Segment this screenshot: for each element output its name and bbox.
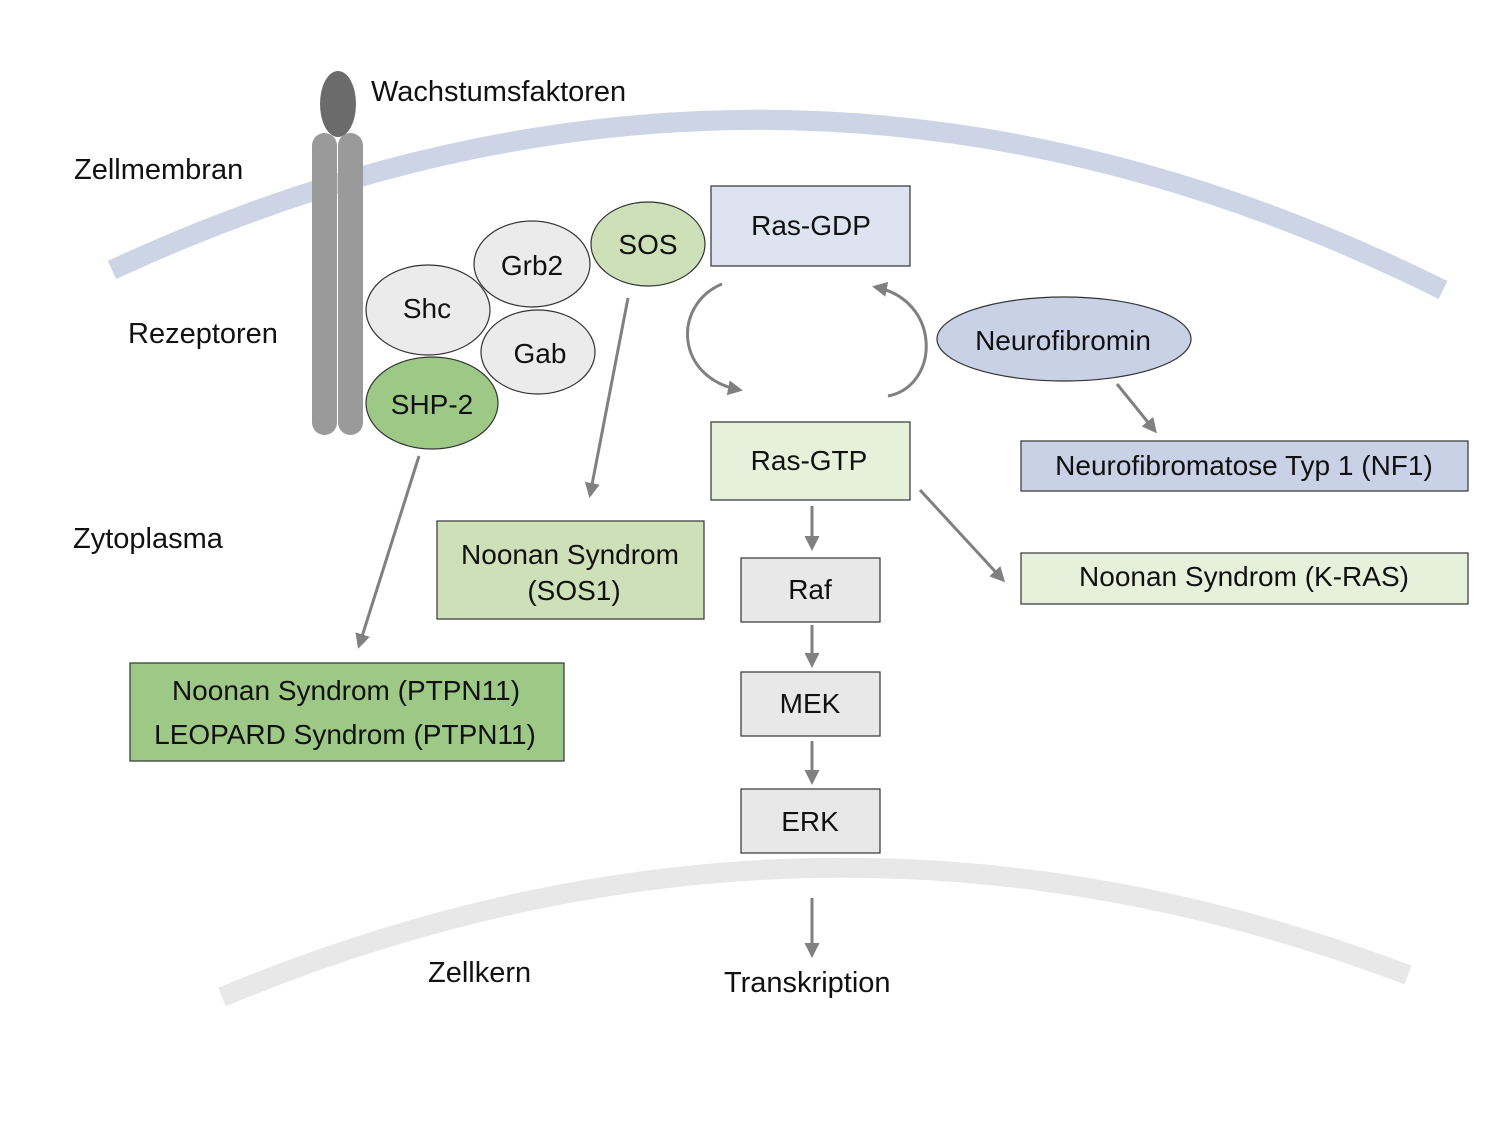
node-neurofibromin: Neurofibromin xyxy=(936,296,1192,382)
node-gab-label: Gab xyxy=(514,338,567,369)
arrow-shp2-to-ptpn11 xyxy=(355,455,421,649)
node-shc: Shc xyxy=(365,264,491,356)
label-cytoplasm: Zytoplasma xyxy=(73,523,224,555)
syndrome-nf1: Neurofibromatose Typ 1 (NF1) xyxy=(1020,440,1469,492)
node-shp2-label: SHP-2 xyxy=(391,389,473,420)
receptor xyxy=(312,71,363,435)
growth-factor-ligand xyxy=(320,71,356,137)
node-raf-label: Raf xyxy=(788,574,832,605)
node-ras-gdp-label: Ras-GDP xyxy=(751,210,871,241)
syndrome-leopard-ptpn11-label: LEOPARD Syndrom (PTPN11) xyxy=(154,719,536,750)
node-shc-label: Shc xyxy=(403,293,451,324)
nucleus-membrane-arc xyxy=(218,857,1412,1007)
node-grb2-label: Grb2 xyxy=(501,250,563,281)
node-gab: Gab xyxy=(480,309,596,395)
node-erk: ERK xyxy=(740,788,881,854)
syndrome-ptpn11: Noonan Syndrom (PTPN11) LEOPARD Syndrom … xyxy=(129,662,565,762)
node-sos: SOS xyxy=(590,201,706,287)
syndrome-noonan-sos1-line2: (SOS1) xyxy=(527,575,620,606)
node-shp2: SHP-2 xyxy=(365,356,499,450)
label-cell-membrane: Zellmembran xyxy=(74,154,243,186)
syndrome-noonan-kras: Noonan Syndrom (K-RAS) xyxy=(1020,552,1469,605)
ras-cycle-arrow-left xyxy=(686,282,743,396)
node-ras-gtp-label: Ras-GTP xyxy=(751,445,868,476)
cell-membrane-arc xyxy=(107,109,1448,299)
arrow-sos-to-sos1 xyxy=(584,297,630,498)
node-neurofibromin-label: Neurofibromin xyxy=(975,325,1151,356)
node-ras-gtp: Ras-GTP xyxy=(710,421,911,501)
syndrome-noonan-sos1: Noonan Syndrom (SOS1) xyxy=(436,520,705,620)
node-grb2: Grb2 xyxy=(473,220,591,308)
syndrome-nf1-label: Neurofibromatose Typ 1 (NF1) xyxy=(1055,450,1433,481)
node-mek-label: MEK xyxy=(780,688,841,719)
node-mek: MEK xyxy=(740,671,881,737)
syndrome-noonan-ptpn11-label: Noonan Syndrom (PTPN11) xyxy=(172,675,520,706)
node-sos-label: SOS xyxy=(618,229,677,260)
label-receptors: Rezeptoren xyxy=(128,318,278,350)
node-ras-gdp: Ras-GDP xyxy=(710,185,911,267)
syndrome-noonan-sos1-line1: Noonan Syndrom xyxy=(461,539,679,570)
label-nucleus: Zellkern xyxy=(428,957,531,989)
ras-cycle-arrow-right xyxy=(872,281,928,398)
label-growth-factors: Wachstumsfaktoren xyxy=(371,76,626,108)
node-raf: Raf xyxy=(740,557,881,623)
arrow-neurofibromin-to-nf1 xyxy=(1115,383,1157,434)
arrow-rasgtp-to-kras xyxy=(918,488,1006,583)
syndrome-noonan-kras-label: Noonan Syndrom (K-RAS) xyxy=(1079,561,1409,592)
node-erk-label: ERK xyxy=(781,806,839,837)
label-transcription: Transkription xyxy=(724,967,891,999)
